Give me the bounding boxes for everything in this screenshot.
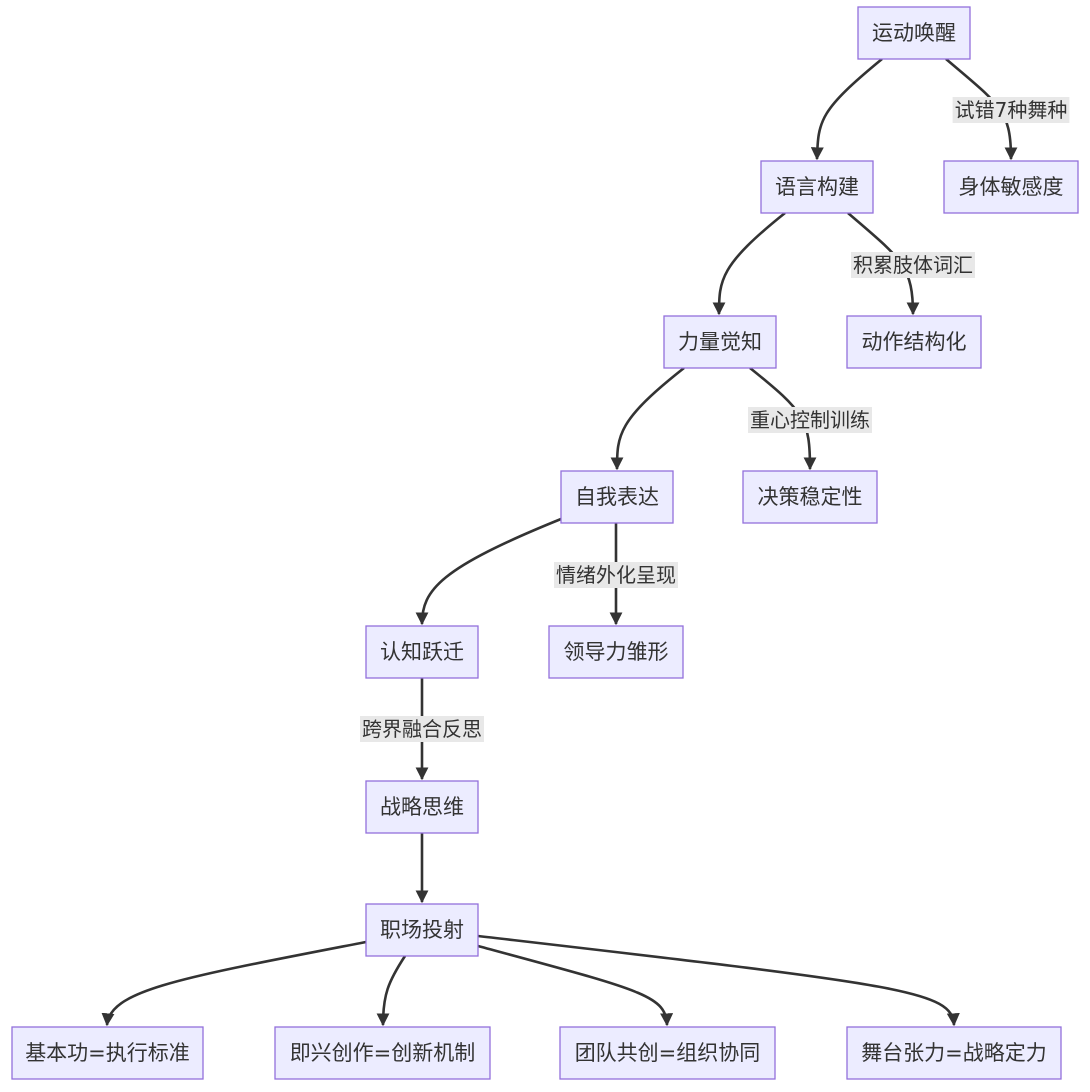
node-box: [663, 315, 777, 369]
edge-label-background: [952, 97, 1070, 123]
edge-k-to-n: [477, 944, 674, 1027]
node-box: [11, 1026, 204, 1080]
edge-g-to-i: [415, 517, 562, 626]
edges-layer: [101, 57, 1018, 1027]
node-o: 舞台张力=战略定力: [846, 1026, 1062, 1080]
edge-label-text: 跨界融合反思: [362, 717, 482, 741]
node-l: 基本功=执行标准: [11, 1026, 204, 1080]
node-label: 职场投射: [380, 918, 464, 942]
node-box: [548, 625, 684, 679]
node-box: [857, 6, 971, 60]
edge-label-background: [851, 252, 975, 278]
node-n: 团队共创=组织协同: [559, 1026, 776, 1080]
node-e: 力量觉知: [663, 315, 777, 369]
edge-label-background: [360, 716, 484, 742]
node-box: [365, 625, 479, 679]
node-label: 战略思维: [380, 795, 464, 819]
node-c: 语言构建: [760, 160, 874, 214]
node-g: 自我表达: [560, 470, 674, 524]
node-label: 团队共创=组织协同: [575, 1041, 761, 1065]
node-box: [274, 1026, 491, 1080]
edge-label-background: [748, 407, 872, 433]
node-box: [742, 470, 878, 524]
edge-label-text: 情绪外化呈现: [556, 563, 676, 587]
node-label: 舞台张力=战略定力: [861, 1041, 1047, 1065]
node-box: [846, 1026, 1062, 1080]
edge-label: 情绪外化呈现: [554, 562, 678, 588]
node-label: 自我表达: [575, 485, 659, 509]
edge-k-to-m: [376, 955, 407, 1027]
node-label: 动作结构化: [862, 330, 967, 354]
edge-label-text: 试错7种舞种: [955, 98, 1068, 122]
node-f: 决策稳定性: [742, 470, 878, 524]
node-j: 战略思维: [365, 780, 479, 834]
edge-label-text: 积累肢体词汇: [853, 253, 973, 277]
edge-e-to-g: [610, 366, 685, 471]
node-label: 决策稳定性: [758, 485, 863, 509]
node-box: [560, 470, 674, 524]
node-i: 认知跃迁: [365, 625, 479, 679]
node-label: 基本功=执行标准: [25, 1041, 190, 1065]
node-k: 职场投射: [365, 903, 479, 957]
node-label: 认知跃迁: [380, 640, 464, 664]
node-label: 力量觉知: [678, 330, 762, 354]
node-label: 运动唤醒: [872, 21, 956, 45]
edge-c-to-e: [712, 211, 786, 316]
node-box: [365, 780, 479, 834]
node-label: 即兴创作=创新机制: [290, 1041, 476, 1065]
node-label: 身体敏感度: [959, 175, 1064, 199]
node-d: 动作结构化: [846, 315, 982, 369]
node-box: [760, 160, 874, 214]
node-label: 语言构建: [775, 175, 859, 199]
node-box: [846, 315, 982, 369]
edge-label-text: 重心控制训练: [750, 408, 870, 432]
node-box: [559, 1026, 776, 1080]
edge-k-to-o: [477, 934, 960, 1027]
edge-label: 重心控制训练: [748, 407, 872, 433]
node-box: [943, 160, 1079, 214]
edge-label-background: [554, 562, 678, 588]
edge-label: 跨界融合反思: [360, 716, 484, 742]
edge-label: 试错7种舞种: [952, 97, 1070, 123]
edge-label: 积累肢体词汇: [851, 252, 975, 278]
edge-k-to-l: [101, 940, 367, 1027]
node-b: 身体敏感度: [943, 160, 1079, 214]
node-h: 领导力雏形: [548, 625, 684, 679]
node-a: 运动唤醒: [857, 6, 971, 60]
edge-a-to-c: [810, 57, 883, 161]
node-m: 即兴创作=创新机制: [274, 1026, 491, 1080]
node-label: 领导力雏形: [564, 640, 669, 664]
node-box: [365, 903, 479, 957]
